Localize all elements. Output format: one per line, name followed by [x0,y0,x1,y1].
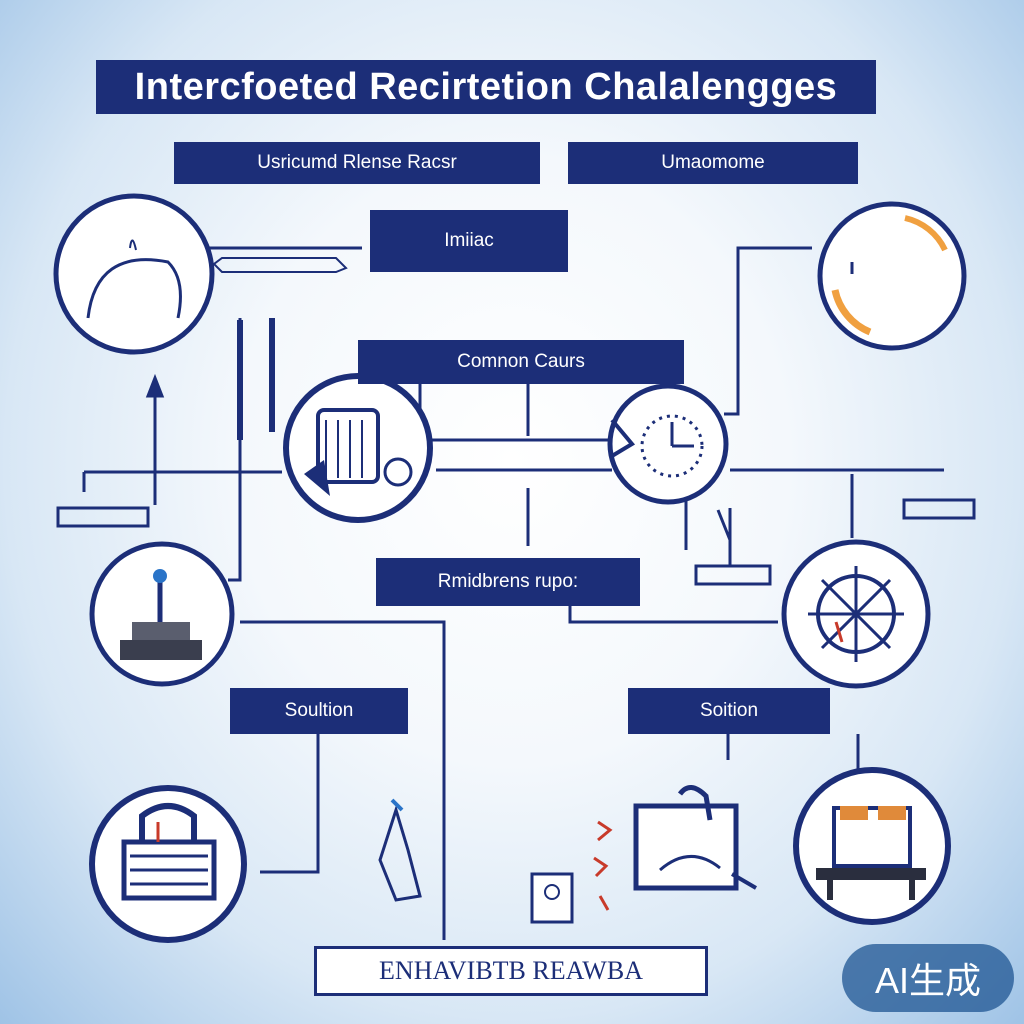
bottom-caption-box: ENHAVIBTB REAWBA [314,946,708,996]
connector-lines [56,246,976,940]
solution-right-label: Soition [628,688,830,734]
subtitle-right-label: Umaomome [568,142,858,184]
chart-hand-icon [593,785,758,911]
small-label: Imiiac [370,210,568,272]
bench-icon [694,508,772,586]
solution-left-label: Soultion [230,688,408,734]
figure-icon [378,798,422,902]
clock-icon [607,383,729,505]
ai-generated-badge: AI生成 [842,944,1014,1012]
orange-ring-icon [817,201,967,351]
lab-bench-icon [89,541,235,687]
headphone-arc-icon [53,193,215,355]
lock-icon [89,785,247,943]
middle-label: Rmidbrens rupo: [376,558,640,606]
common-causes-label: Comnon Caurs [358,340,684,384]
page-title: Intercfoeted Recirtetion Chalalengges [96,60,876,114]
subtitle-left-label: Usricumd Rlense Racsr [174,142,540,184]
compass-sun-icon [781,539,931,689]
brain-scroll-icon [283,373,433,523]
photo-icon [530,872,574,924]
pie-box-icon [793,767,951,925]
